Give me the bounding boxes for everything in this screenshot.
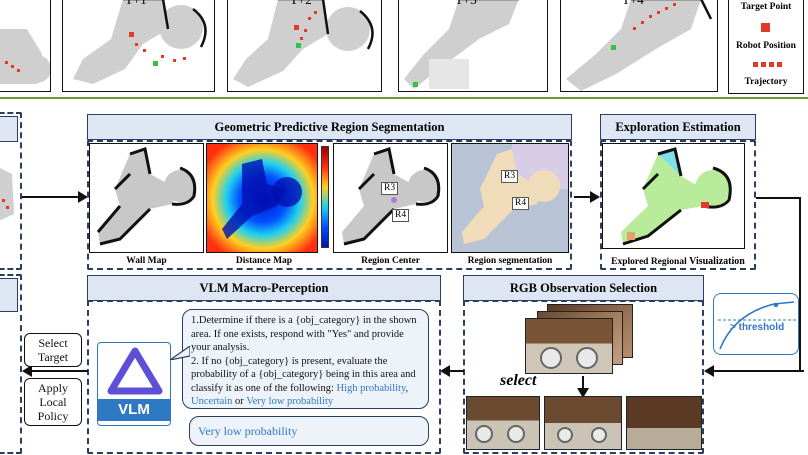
vlm-prompt-2-text: 2. If no {obj_category} is present, eval… (191, 355, 416, 394)
washer-icon (576, 347, 598, 369)
bubble-tail (170, 346, 190, 360)
exploration-caption: Explored Regional Visualization (602, 256, 754, 267)
vlm-title: VLM Macro-Perception (87, 275, 441, 301)
left-panel-lower (0, 274, 22, 454)
option-uncertain: Uncertain (191, 396, 233, 407)
legend-trajectory-label: Trajectory (744, 77, 788, 87)
region-center-caption: Region Center (361, 256, 420, 266)
legend-target-label: Target Point (740, 2, 792, 12)
distance-colorbar (321, 146, 329, 248)
vlm-prompt-2: 2. If no {obj_category} is present, eval… (191, 355, 420, 409)
wall-map-caption: Wall Map (126, 256, 167, 266)
vlm-logo-icon (107, 347, 163, 395)
region-label-r3-center: R3 (381, 182, 399, 195)
arrow-to-vlm (440, 365, 464, 377)
rgb-selected-3 (626, 396, 702, 450)
top-frame-t3 (398, 0, 548, 92)
section-divider (0, 97, 808, 99)
washer-icon (540, 347, 562, 369)
threshold-label: > threshold (730, 322, 785, 333)
region-segmentation-image (451, 143, 569, 253)
select-target-button[interactable]: Select Target (24, 333, 82, 367)
legend-robot-label: Robot Position (736, 41, 796, 51)
option-high-probability: High probability (336, 382, 406, 394)
vlm-answer-bubble: Very low probability (189, 416, 429, 446)
vlm-answer: Very low probability (198, 424, 298, 438)
region-center-image (333, 143, 448, 253)
legend-trajectory-marker (753, 62, 783, 67)
option-sep-2: or (232, 396, 247, 407)
exploration-image (602, 143, 745, 249)
legend: Target Point Robot Position Trajectory (728, 0, 804, 94)
region-label-r3-seg: R3 (501, 170, 519, 183)
top-frame-t2 (227, 0, 382, 92)
exploration-caption-a: Explored Regional (611, 257, 690, 267)
threshold-box: > threshold (713, 293, 799, 355)
select-label: select (500, 372, 537, 389)
distance-map-image (206, 143, 318, 253)
arrow-to-rgb (704, 365, 804, 377)
frame-label-t3: T+3 (455, 0, 477, 8)
washer-icon (475, 425, 493, 443)
option-very-low-probability: Very low probability (246, 396, 334, 407)
top-frame-t1 (62, 0, 215, 92)
top-frame-t4 (560, 0, 718, 92)
segmentation-panel (87, 140, 572, 270)
frame-label-t1: T+1 (125, 0, 147, 8)
region-label-r4-center: R4 (392, 209, 410, 222)
rgb-title: RGB Observation Selection (463, 275, 704, 301)
left-panel-upper (0, 112, 22, 270)
frame-label-t4: T+4 (622, 0, 644, 8)
washer-icon (507, 425, 525, 443)
arrow-to-exploration (574, 191, 600, 203)
left-panel-upper-title (0, 116, 18, 142)
washer-icon (557, 427, 573, 443)
rgb-stack (525, 304, 635, 374)
region-segmentation-caption: Region segmentation (467, 256, 553, 266)
distance-map-caption: Distance Map (235, 256, 293, 266)
arrow-select-down (577, 376, 589, 398)
vlm-logo: VLM (97, 342, 171, 426)
vlm-prompt-1: 1.Determine if there is a {obj_category}… (191, 315, 417, 353)
exploration-panel (600, 140, 756, 270)
frame-label-t2: T+2 (290, 0, 312, 8)
legend-target-marker (761, 23, 770, 32)
rgb-selected-1 (466, 396, 540, 450)
vlm-prompt-bubble: 1.Determine if there is a {obj_category}… (182, 309, 429, 409)
arrow-to-segmentation (22, 191, 88, 203)
rgb-panel (463, 300, 704, 454)
vlm-logo-text: VLM (98, 399, 170, 421)
exploration-caption-b: Visualization (689, 256, 745, 267)
washer-icon (591, 427, 607, 443)
segmentation-title: Geometric Predictive Region Segmentation (87, 114, 572, 140)
rgb-selected-2 (544, 396, 622, 450)
rgb-stack-photo-front (525, 318, 613, 374)
vlm-panel (87, 300, 441, 454)
arrow-vlm-left (22, 365, 88, 377)
left-panel-lower-title (0, 278, 18, 312)
wall-map-image (89, 143, 204, 253)
top-frame-0 (0, 0, 51, 92)
apply-local-policy-button[interactable]: Apply Local Policy (24, 378, 82, 426)
top-strip: T+1 T+2 T+3 T+4 Target Point Robot Posit… (0, 0, 808, 98)
option-sep-1: , (405, 382, 409, 394)
connector-exploration-threshold (756, 197, 801, 370)
region-label-r4-seg: R4 (512, 197, 530, 210)
exploration-title: Exploration Estimation (600, 114, 756, 140)
